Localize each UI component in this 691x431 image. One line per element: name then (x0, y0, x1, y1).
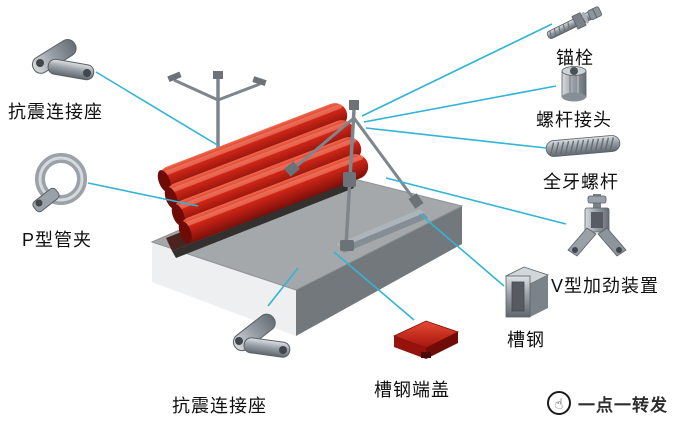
label-p-clamp: P型管夹 (22, 230, 93, 250)
pipe (164, 120, 355, 209)
label-seismic-connector-bottom: 抗震连接座 (172, 396, 267, 416)
callout-v-stiffener (385, 177, 567, 225)
callout-seismic-connector-bottom (267, 267, 299, 307)
callout-channel-steel (419, 213, 505, 287)
seismic-connector-bottom-icon (232, 313, 291, 358)
concrete-top-face (152, 170, 462, 290)
label-channel-steel: 槽钢 (507, 330, 545, 350)
p-clamp-icon (32, 153, 87, 213)
v-stiffener-icon (567, 194, 627, 257)
watermark-logo: ☝ 一点一转发 (546, 390, 668, 416)
assembly-illustration (150, 71, 464, 336)
anchor-bolt-icon (546, 6, 603, 39)
callout-seismic-connector-top (95, 71, 220, 147)
callout-lines (87, 23, 567, 321)
center-brace-assembly (284, 100, 424, 251)
pointing-hand-icon: ☝ (547, 391, 571, 415)
label-v-stiffener: V型加劲装置 (551, 276, 660, 296)
label-end-cap: 槽钢端盖 (374, 380, 450, 400)
callout-threaded-rod (365, 127, 547, 149)
hex-coupling-icon (561, 66, 587, 102)
concrete-side-face (296, 206, 462, 336)
svg-text:☝: ☝ (555, 397, 564, 413)
callout-anchor-bolt (361, 23, 553, 117)
trapeze-channel (336, 209, 428, 253)
label-threaded-rod: 全牙螺杆 (543, 172, 619, 192)
watermark-text: 一点一转发 (578, 395, 668, 415)
label-rod-coupling: 螺杆接头 (536, 110, 612, 130)
callout-rod-coupling (363, 85, 557, 123)
label-seismic-connector-top: 抗震连接座 (8, 102, 103, 122)
pipe (178, 154, 369, 243)
label-anchor-bolt: 锚栓 (556, 48, 594, 68)
seismic-connector-top-icon (31, 39, 95, 81)
callout-end-cap (333, 251, 415, 321)
end-cap-icon (392, 320, 460, 359)
concrete-base (150, 169, 464, 336)
threaded-rod-icon (545, 135, 621, 157)
callout-p-clamp (87, 182, 199, 207)
pipe (157, 103, 348, 192)
channel-steel-icon (504, 266, 550, 318)
concrete-front-face (152, 242, 296, 336)
